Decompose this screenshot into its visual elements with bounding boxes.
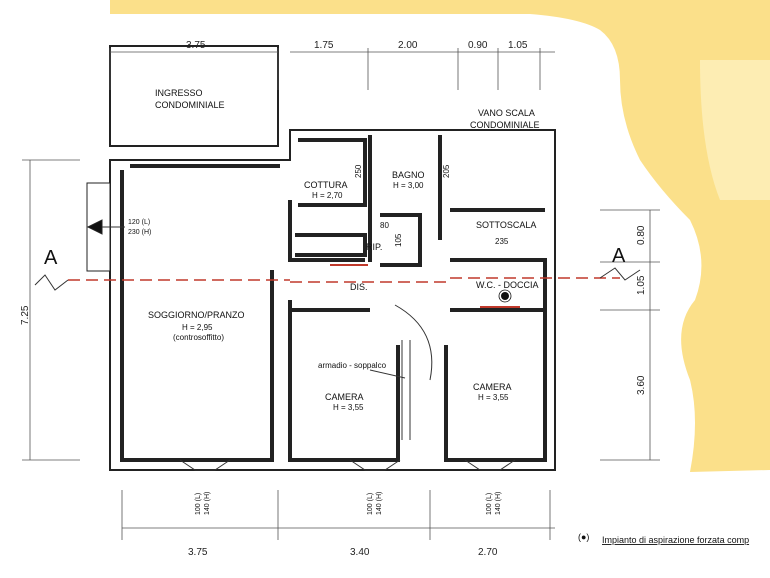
- entry-window-h: 230 (H): [128, 229, 151, 236]
- section-label-right: A: [612, 245, 626, 267]
- rip-label: RIP.: [366, 242, 382, 252]
- dis-label: DIS.: [350, 282, 368, 292]
- cottura-label: COTTURA: [304, 180, 348, 190]
- dim-bottom-2: 3.40: [350, 547, 370, 558]
- dim-top-4: 0.90: [468, 40, 488, 51]
- bw3-l: 100 (L): [486, 493, 493, 515]
- interior-walls: [120, 135, 547, 462]
- room-labels: INGRESSO CONDOMINIALE VANO SCALA CONDOMI…: [148, 88, 540, 412]
- left-dim-line: [22, 159, 80, 461]
- dim-inner-250: 250: [354, 164, 363, 178]
- dim-top-1: 3.75: [186, 40, 206, 51]
- bw1-h: 140 (H): [204, 492, 211, 515]
- ingresso-area: [109, 45, 279, 147]
- camera1-label: CAMERA: [325, 392, 364, 402]
- top-dim-lines: [109, 48, 555, 90]
- yellow-background-shape: [110, 0, 770, 472]
- dim-right-2: 1.05: [636, 275, 647, 295]
- dim-top-5: 1.05: [508, 40, 528, 51]
- legend-text: Impianto di aspirazione forzata comp: [602, 535, 749, 545]
- bagno-h: H = 3,00: [393, 181, 424, 190]
- dim-bottom-1: 3.75: [188, 547, 208, 558]
- door-swing: [394, 304, 433, 381]
- dim-right-1: 0.80: [636, 225, 647, 245]
- dim-left: 7.25: [20, 305, 31, 325]
- soggiorno-note: (controsoffitto): [173, 333, 224, 342]
- dim-inner-235: 235: [495, 237, 509, 246]
- outer-walls: [109, 129, 556, 471]
- bw3-h: 140 (H): [495, 492, 502, 515]
- dim-inner-105: 105: [394, 233, 403, 247]
- dim-inner-80: 80: [380, 221, 389, 230]
- camera2-label: CAMERA: [473, 382, 512, 392]
- wc-label: W.C. - DOCCIA: [476, 280, 539, 290]
- bottom-windows: [179, 459, 516, 471]
- camera2-h: H = 3,55: [478, 393, 509, 402]
- dim-bottom-3: 2.70: [478, 547, 498, 558]
- window-labels: 120 (L) 230 (H) 100 (L) 140 (H) 100 (L) …: [128, 219, 502, 515]
- bw2-l: 100 (L): [367, 493, 374, 515]
- vano-label-2: CONDOMINIALE: [470, 120, 540, 130]
- ingresso-label: INGRESSO: [155, 88, 203, 98]
- ingresso-label-2: CONDOMINIALE: [155, 100, 225, 110]
- legend-symbol: (●): [578, 532, 589, 542]
- right-dim-line: [600, 209, 660, 461]
- soggiorno-label: SOGGIORNO/PRANZO: [148, 310, 245, 320]
- sottoscala-label: SOTTOSCALA: [476, 220, 536, 230]
- bagno-label: BAGNO: [392, 170, 425, 180]
- dimension-labels: 3.75 1.75 2.00 0.90 1.05 3.75 3.40 2.70 …: [20, 40, 647, 558]
- dim-top-3: 2.00: [398, 40, 418, 51]
- bw2-h: 140 (H): [376, 492, 383, 515]
- vano-label: VANO SCALA: [478, 108, 535, 118]
- entry-window: [86, 182, 111, 272]
- entry-window-l: 120 (L): [128, 219, 150, 226]
- armadio-leader: [369, 369, 406, 379]
- fan-symbol: [501, 292, 509, 300]
- cottura-h: H = 2,70: [312, 191, 343, 200]
- soggiorno-h: H = 2,95: [182, 323, 213, 332]
- dim-right-3: 3.60: [636, 375, 647, 395]
- legend: (●) Impianto di aspirazione forzata comp: [578, 532, 749, 545]
- armadio-label: armadio - soppalco: [318, 361, 387, 370]
- camera1-h: H = 3,55: [333, 403, 364, 412]
- dim-inner-205: 205: [442, 164, 451, 178]
- section-line: [68, 277, 620, 283]
- bw1-l: 100 (L): [195, 493, 202, 515]
- section-mark-right: [599, 267, 641, 281]
- fan-symbol-ring: [498, 289, 512, 303]
- bottom-dim-lines: [121, 490, 555, 540]
- section-mark-left: [34, 274, 69, 291]
- yellow-highlight: [700, 60, 770, 200]
- section-label-left: A: [44, 247, 58, 269]
- dim-top-2: 1.75: [314, 40, 334, 51]
